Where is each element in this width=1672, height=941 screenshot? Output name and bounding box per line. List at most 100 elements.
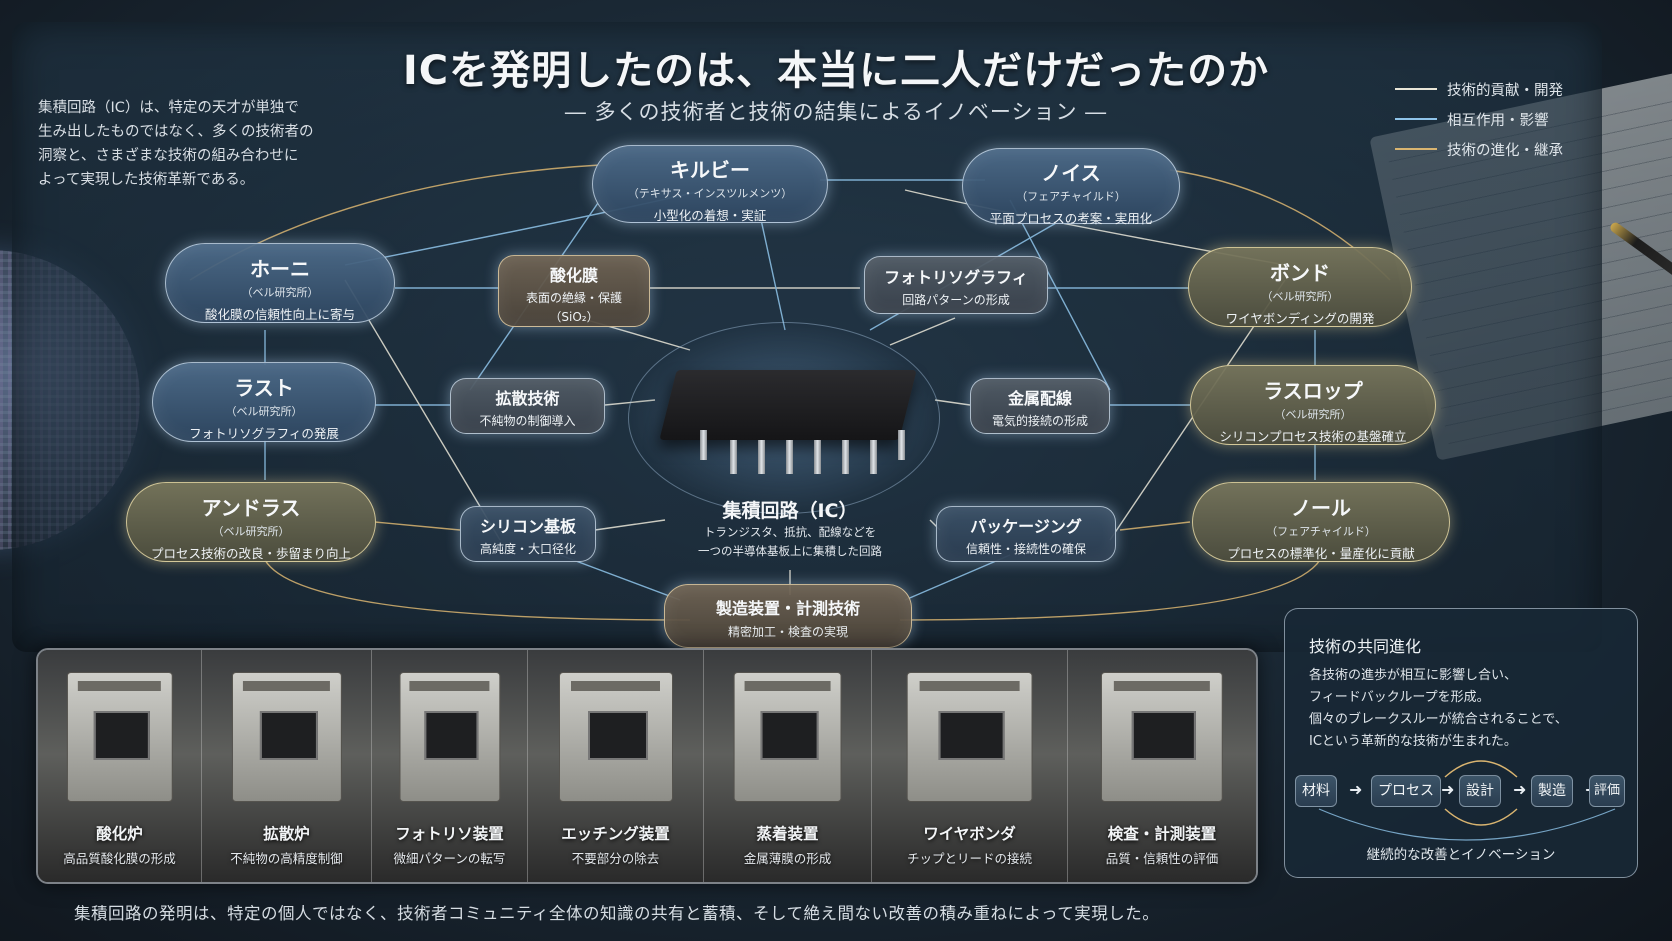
node-name: アンドラス [201,496,301,520]
legend-swatch [1395,88,1437,90]
node-silicon-substrate: シリコン基板 高純度・大口径化 [460,506,596,562]
intro-line: 生み出したものではなく、多くの技術者の [38,124,314,140]
page-title: ICを発明したのは、本当に二人だけだったのか [402,48,1270,94]
coevolution-footer: 継続的な改善とイノベーション [1366,847,1556,863]
link-line [759,214,786,331]
loop-arc-bottom [1444,808,1518,826]
intro-line: よって実現した技術革新である。 [38,172,255,188]
node-desc: プロセスの標準化・量産化に貢献 [1227,546,1415,561]
ic-desc-line: 一つの半導体基板上に集積した回路 [698,544,882,558]
flow-step-materials: 材料 [1295,775,1337,807]
chip-pin [786,440,793,474]
chip-pin [700,430,707,460]
link-line [344,279,501,541]
node-metal-wiring: 金属配線 電気的接続の形成 [970,378,1110,434]
machine-image [66,672,173,802]
link-line [1119,521,1191,531]
coevolution-body: 各技術の進歩が相互に影響し合い、 フィードバックループを形成。 個々のブレークス… [1309,665,1619,753]
equipment-photolitho: フォトリソ装置 微細パターンの転写 [372,650,528,882]
equipment-name: 拡散炉 [263,825,310,843]
intro-line: 洞察と、さまざまな技術の組み合わせに [38,148,299,164]
node-diffusion: 拡散技術 不純物の制御導入 [450,378,605,434]
node-name: フォトリソグラフィ [884,268,1028,287]
ic-description: トランジスタ、抵抗、配線などを 一つの半導体基板上に集積した回路 [660,523,920,561]
chip-pin [814,440,821,474]
node-lathrop: ラスロップ （ベル研究所） シリコンプロセス技術の基盤確立 [1190,365,1436,445]
arrow-right-icon: ➜ [1513,780,1527,799]
node-photolithography: フォトリソグラフィ 回路パターンの形成 [864,256,1048,314]
equipment-inspection: 検査・計測装置 品質・信頼性の評価 [1068,650,1256,882]
node-last: ラスト （ベル研究所） フォトリソグラフィの発展 [152,362,376,442]
equipment-desc: 金属薄膜の形成 [743,851,832,866]
link-line [899,559,1321,621]
equipment-desc: 不純物の高精度制御 [230,851,343,866]
coevolution-title: 技術の共同進化 [1309,637,1422,656]
machine-image [1100,672,1224,802]
equipment-name: フォトリソ装置 [395,825,504,843]
chip-pin [758,440,765,474]
legend-swatch [1395,118,1437,120]
flow-step-design: 設計 [1459,775,1501,807]
legend-label: 技術的貢献・開発 [1447,82,1563,99]
node-name: ノール [1291,496,1351,520]
chip-pin [898,430,905,460]
flow-step-evaluation: 評価 [1589,775,1626,807]
node-desc: 精密加工・検査の実現 [727,625,848,639]
link-line [594,519,666,531]
link-line [904,554,1011,601]
machine-image [398,672,501,802]
node-desc: 小型化の着想・実証 [653,208,767,223]
node-desc: ワイヤボンディングの開発 [1225,311,1375,326]
intro-text: 集積回路（IC）は、特定の天才が単独で 生み出したものではなく、多くの技術者の … [38,96,378,192]
node-desc: 高純度・大口径化 [479,542,576,556]
chip-pin [730,440,737,474]
flow-step-manufacturing: 製造 [1531,775,1573,807]
link-line [264,559,691,621]
node-org: （ベル研究所） [241,286,319,299]
equipment-evaporation: 蒸着装置 金属薄膜の形成 [704,650,872,882]
node-org: （フェアチャイルド） [1266,525,1376,538]
machine-image [558,672,673,802]
equipment-desc: 品質・信頼性の評価 [1105,851,1219,866]
page-footer: 集積回路の発明は、特定の個人ではなく、技術者コミュニティ全体の知識の共有と蓄積、… [74,904,1160,923]
arrow-right-icon: ➜ [1349,780,1363,799]
equipment-desc: 不要部分の除去 [571,851,660,866]
equipment-name: 酸化炉 [96,825,143,843]
node-noll: ノール （フェアチャイルド） プロセスの標準化・量産化に貢献 [1192,482,1450,562]
equipment-name: エッチング装置 [561,825,670,843]
equipment-gallery: 酸化炉 高品質酸化膜の形成 拡散炉 不純物の高精度制御 フォトリソ装置 微細パタ… [36,648,1258,884]
node-desc: シリコンプロセス技術の基盤確立 [1219,429,1407,444]
link-line [934,399,971,406]
node-org: （ベル研究所） [1261,290,1339,303]
ic-title: 集積回路（IC） [722,500,858,522]
node-noyce: ノイス （フェアチャイルド） 平面プロセスの考案・実用化 [962,148,1180,226]
node-extra: （SiO₂） [549,310,599,324]
node-name: 製造装置・計測技術 [715,599,860,618]
feedback-arc [1318,808,1616,841]
node-desc: 信頼性・接続性の確保 [965,542,1086,556]
equipment-name: ワイヤボンダ [923,825,1016,843]
node-name: 拡散技術 [495,389,560,408]
node-org: （ベル研究所） [225,405,303,418]
link-line [374,521,461,531]
node-name: 金属配線 [1007,389,1072,408]
node-name: ノイス [1041,161,1101,185]
node-name: ボンド [1270,261,1330,285]
equipment-oxidation-furnace: 酸化炉 高品質酸化膜の形成 [38,650,202,882]
node-desc: 表面の絶縁・保護 [525,291,622,305]
node-andrus: アンドラス （ベル研究所） プロセス技術の改良・歩留まり向上 [126,482,376,562]
node-oxide-film: 酸化膜 表面の絶縁・保護 （SiO₂） [498,255,650,327]
legend-label: 相互作用・影響 [1447,112,1549,129]
feedback-loop [1318,760,1616,841]
equipment-name: 検査・計測装置 [1107,825,1217,843]
node-desc: 電気的接続の形成 [991,414,1088,428]
chip-pin [842,440,849,474]
equipment-name: 蒸着装置 [756,825,819,843]
equipment-desc: チップとリードの接続 [906,851,1032,866]
legend-label: 技術の進化・継承 [1447,142,1563,159]
coevolution-line: 個々のブレークスルーが統合されることで、 [1309,712,1568,727]
loop-arc-top [1444,760,1518,778]
arrow-right-icon: ➜ [1441,780,1455,799]
